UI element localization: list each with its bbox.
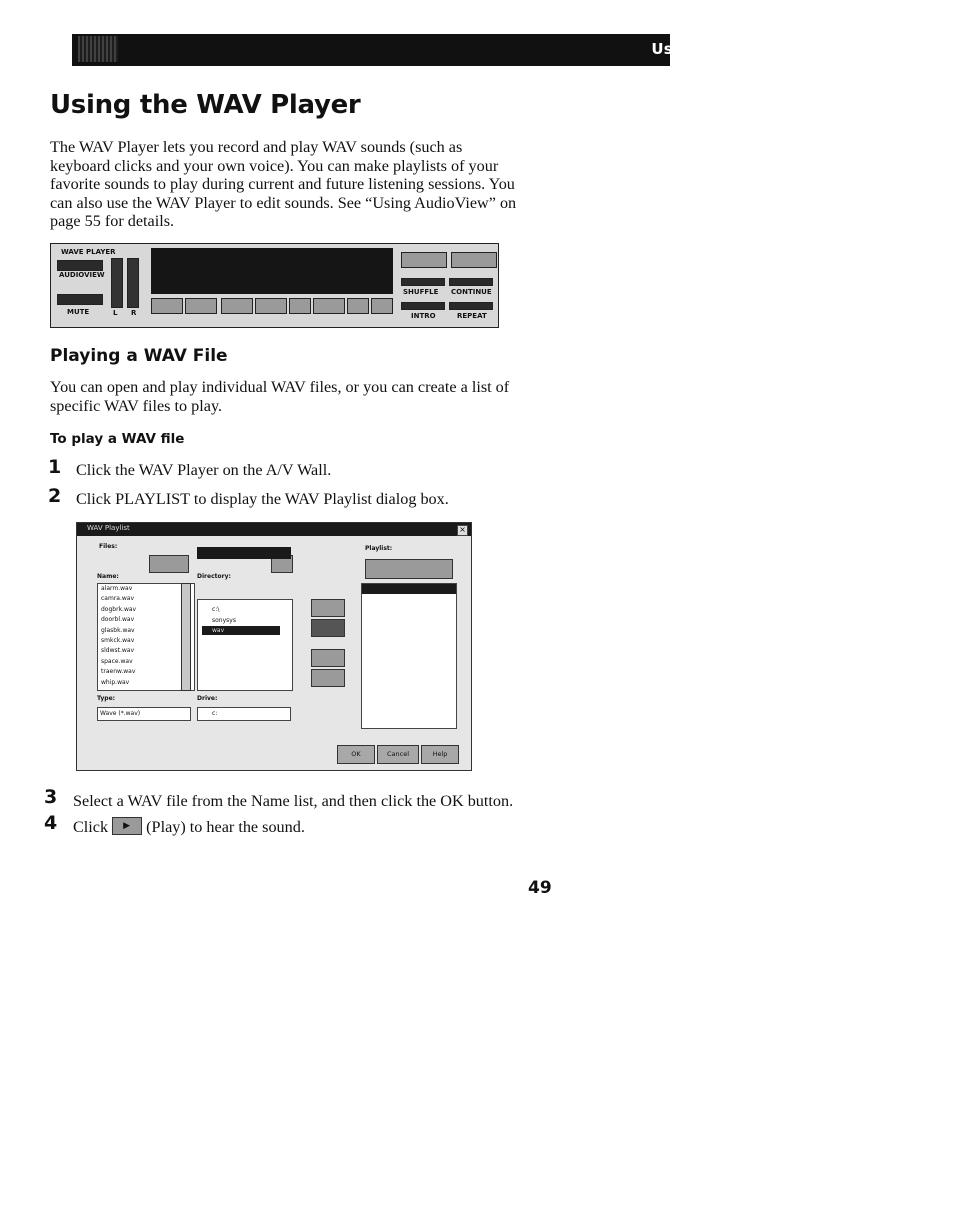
player-display [151,248,393,294]
player-mode-button[interactable] [57,260,103,271]
intro-line: page 55 for details. [50,212,175,231]
playlist-selection[interactable] [362,584,456,594]
step-text-pre: Click [73,818,109,836]
list-item[interactable]: alarm.wav [101,585,133,592]
previous-button[interactable] [221,298,253,314]
section-line: specific WAV files to play. [50,396,223,415]
list-item[interactable]: smkck.wav [101,636,135,644]
repeat-button[interactable] [449,302,493,310]
wav-playlist-dialog: WAV Playlist × Files: Name: alarm.wav ca… [76,522,472,771]
step-text: Click PLAYLIST to display the WAV Playli… [76,490,449,508]
list-item[interactable]: doorbl.wav [101,616,135,624]
procedure-heading: To play a WAV file [50,431,185,447]
dialog-titlebar: WAV Playlist × [77,523,471,536]
step-number: 4 [44,812,58,834]
pause-button[interactable] [347,298,369,314]
page-title: Using the WAV Player [50,90,361,120]
directory-item[interactable]: sonysys [212,617,236,624]
audioview-label: AUDIOVIEW [59,271,105,279]
wav-player-screenshot: WAVE PLAYER AUDIOVIEW MUTE L R SHUFFLE C… [50,243,499,328]
name-label: Name: [97,573,119,580]
intro-paragraph: The WAV Player lets you record and play … [50,138,560,231]
directory-item[interactable]: wav [212,627,225,634]
step-number: 2 [48,485,62,507]
playlist-button[interactable] [401,252,447,268]
file-type-value: Wave (*.wav) [100,710,141,717]
running-header: Using the WAV Player [651,40,838,58]
drive-value: c: [212,710,218,717]
list-item[interactable]: traenw.wav [101,668,136,676]
files-label: Files: [99,543,118,550]
window-controls[interactable] [451,252,497,268]
record-button[interactable] [289,298,311,314]
directory-label: Directory: [197,573,231,580]
left-volume-slider[interactable] [111,258,123,308]
right-volume-slider[interactable] [127,258,139,308]
add-all-button[interactable] [311,619,345,637]
section-paragraph: You can open and play individual WAV fil… [50,378,560,415]
intro-line: keyboard clicks and your own voice). You… [50,156,499,175]
shuffle-button[interactable] [401,278,445,286]
intro-line: can also use the WAV Player to edit soun… [50,193,517,212]
play-button[interactable] [313,298,345,314]
dialog-title: WAV Playlist [87,524,130,532]
list-item[interactable]: whip.wav [101,678,130,686]
remove-button[interactable] [311,649,345,667]
fast-forward-button[interactable] [185,298,217,314]
step-text: Click ▶ (Play) to hear the sound. [73,817,305,837]
step-number: 3 [44,786,58,808]
playlist-label: Playlist: [365,545,393,552]
left-channel-label: L [113,309,118,317]
list-item[interactable]: camra.wav [101,595,135,603]
help-button[interactable]: Help [421,745,459,764]
cancel-button[interactable]: Cancel [377,745,419,764]
list-item[interactable]: space.wav [101,657,133,665]
next-button[interactable] [255,298,287,314]
close-icon[interactable]: × [457,525,468,536]
add-to-playlist-button[interactable] [311,599,345,617]
playlist-toolbar[interactable] [365,559,453,579]
drive-label: Drive: [197,695,218,702]
file-type-select[interactable]: Wave (*.wav) [97,707,191,721]
step-number: 1 [48,456,62,478]
play-icon: ▶ [112,817,143,835]
file-name-list[interactable]: alarm.wav camra.wav dogbrk.wav doorbl.wa… [97,583,195,691]
header-texture [78,36,118,62]
section-line: You can open and play individual WAV fil… [50,378,510,396]
mute-button[interactable] [57,294,103,305]
file-nav-button[interactable] [149,555,189,573]
selected-directory[interactable] [202,626,280,635]
page-number: 49 [528,878,552,898]
type-label: Type: [97,695,116,702]
list-item[interactable]: dogbrk.wav [101,605,137,613]
stop-button[interactable] [371,298,393,314]
continue-label: CONTINUE [451,288,492,296]
intro-line: The WAV Player lets you record and play … [50,138,463,156]
continue-button[interactable] [449,278,493,286]
rewind-button[interactable] [151,298,183,314]
running-header-bar [72,34,670,66]
player-title: WAVE PLAYER [61,248,116,256]
section-heading: Playing a WAV File [50,346,228,366]
shuffle-label: SHUFFLE [403,288,439,296]
intro-button[interactable] [401,302,445,310]
intro-label: INTRO [411,312,436,320]
clear-button[interactable] [311,669,345,687]
step-text: Click the WAV Player on the A/V Wall. [76,461,332,479]
directory-item[interactable]: c:\ [212,606,220,613]
repeat-label: REPEAT [457,312,487,320]
directory-tree[interactable]: c:\ sonysys wav [197,599,293,691]
mute-label: MUTE [67,308,90,316]
drive-select[interactable]: c: [197,707,291,721]
ok-button[interactable]: OK [337,745,375,764]
playlist-box[interactable] [361,583,457,729]
file-list-scrollbar[interactable] [181,583,191,691]
step-text: Select a WAV file from the Name list, an… [73,792,514,810]
right-channel-label: R [131,309,137,317]
step-text-post: (Play) to hear the sound. [146,818,305,836]
list-item[interactable]: sldwst.wav [101,647,135,655]
directory-path-field[interactable] [197,547,291,559]
list-item[interactable]: glasbk.wav [101,626,135,634]
intro-line: favorite sounds to play during current a… [50,175,515,194]
